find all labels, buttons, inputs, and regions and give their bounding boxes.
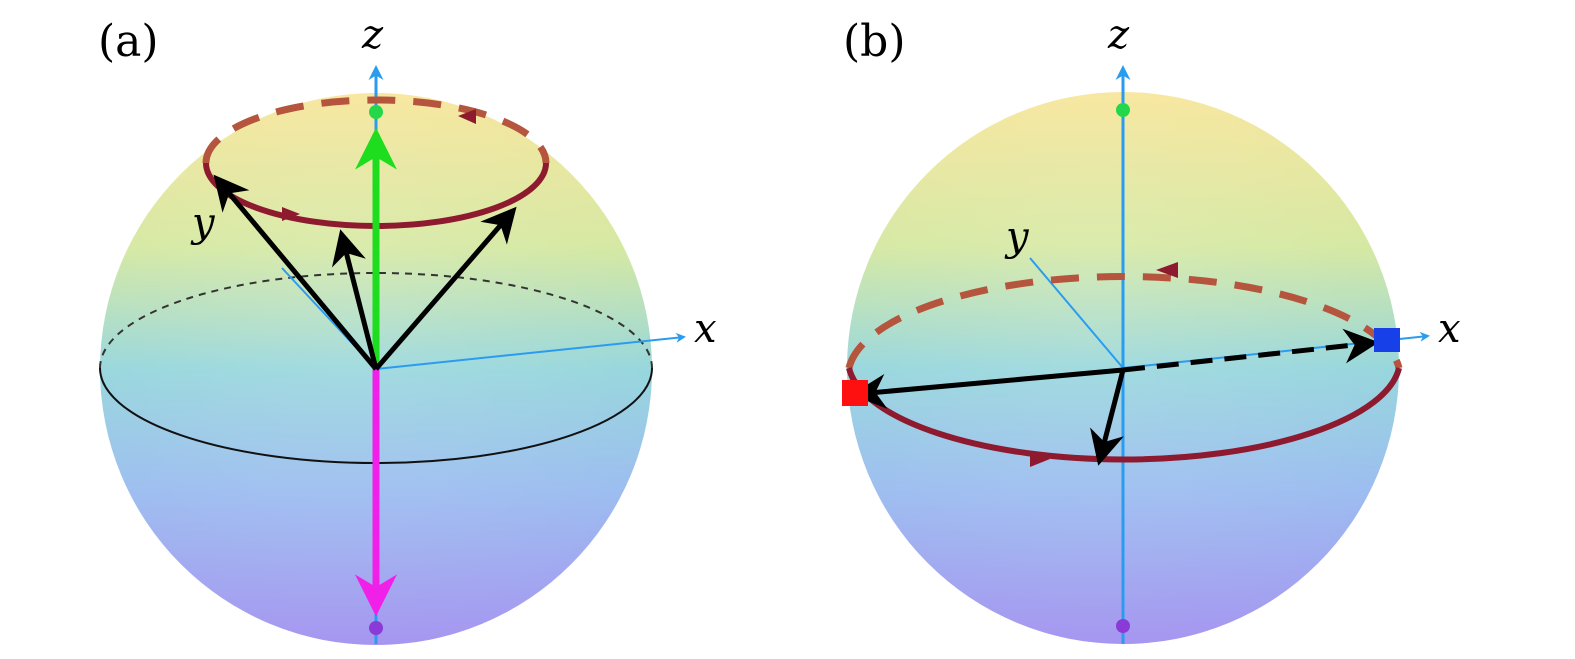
state-vector-b-2 <box>1122 328 1379 373</box>
north-pole-dot-b <box>1116 103 1130 117</box>
state-vector-a-3 <box>374 206 517 371</box>
state-vector-b-3 <box>1090 369 1126 466</box>
state-vector-a-1 <box>213 174 378 371</box>
trajectory-back-b <box>845 273 1403 369</box>
trajectory-back-a <box>202 96 550 164</box>
panel-b: (b) z y x <box>842 12 1461 644</box>
panel-a: (a) z y x <box>98 12 717 645</box>
end-marker-b <box>1374 328 1400 352</box>
x-axis-label-b: x <box>1438 306 1461 352</box>
equator-back-a <box>99 272 653 369</box>
z-axis-label-b: z <box>1107 12 1130 58</box>
state-vector-b-1 <box>851 367 1124 409</box>
y-axis-label-b: y <box>1004 214 1030 260</box>
state-vector-a-2 <box>331 229 379 370</box>
start-marker-b <box>842 380 868 406</box>
y-axis-label-a: y <box>190 200 216 246</box>
panel-b-label: (b) <box>843 16 906 67</box>
south-pole-dot-b <box>1116 619 1130 633</box>
x-axis-a <box>375 332 686 370</box>
z-axis-label-a: z <box>361 12 384 58</box>
trajectory-front-b <box>846 367 1402 463</box>
south-pole-dot-a <box>369 621 383 635</box>
trajectory-arrow-back-b <box>1156 262 1178 278</box>
x-axis-label-a: x <box>694 306 717 352</box>
trajectory-arrow-back-a <box>458 109 476 124</box>
north-pole-dot-a <box>369 105 383 119</box>
trajectory-arrow-front-b <box>1030 451 1050 467</box>
panel-a-label: (a) <box>98 16 159 67</box>
y-axis-b <box>1029 257 1124 369</box>
trajectory-arrow-front-a <box>282 207 300 221</box>
